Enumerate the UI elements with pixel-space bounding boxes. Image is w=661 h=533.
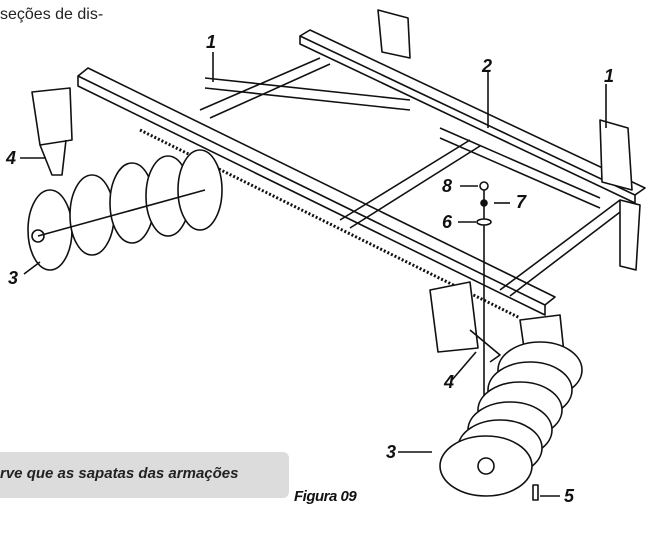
- bottom-bracket: [429, 281, 479, 353]
- callout-nut: 8: [442, 176, 453, 196]
- callout-lockwasher: 7: [516, 192, 527, 212]
- left-bracket: [31, 87, 73, 146]
- callout-disc-bottom: 3: [386, 442, 397, 462]
- bolt-part: [532, 484, 539, 501]
- leader-3-left: [23, 261, 41, 275]
- callout-frame-right: 1: [604, 66, 615, 86]
- callout-washer: 6: [442, 212, 453, 232]
- center-brace: [439, 127, 601, 209]
- diagonal-brace: [204, 77, 411, 111]
- leader-4-bottom: [451, 351, 477, 381]
- callout-shoe-bottom: 4: [444, 372, 455, 392]
- left-disc-gang: [27, 149, 223, 271]
- callout-frame-center: 2: [482, 56, 493, 76]
- note-box: rve que as sapatas das armações: [0, 452, 289, 498]
- callout-frame-left: 1: [206, 32, 217, 52]
- washer-part: [476, 218, 492, 226]
- page-text-fragment: seções de dis-: [0, 6, 104, 23]
- callout-disc-left: 3: [8, 268, 19, 288]
- cross-member-1: [199, 57, 331, 119]
- rear-beam: [77, 67, 556, 306]
- callout-bolt: 5: [564, 486, 575, 506]
- note-text: rve que as sapatas das armações: [0, 465, 239, 482]
- lockwasher-part: [480, 199, 488, 207]
- nut-part: [479, 181, 489, 191]
- front-beam: [299, 29, 646, 196]
- callout-shoe-left: 4: [6, 148, 17, 168]
- bottom-disc-gang: [439, 341, 583, 497]
- right-bracket: [599, 119, 633, 191]
- top-bracket: [377, 9, 411, 59]
- cross-member-3: [499, 199, 629, 297]
- cross-member-2: [339, 139, 481, 229]
- figure-caption: Figura 09: [294, 488, 357, 505]
